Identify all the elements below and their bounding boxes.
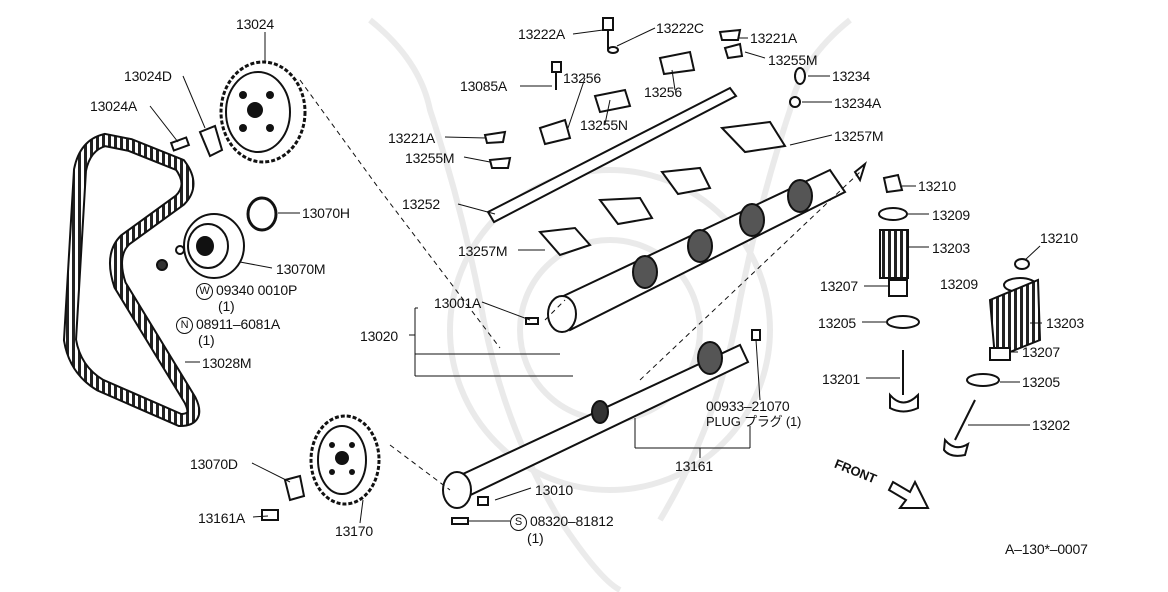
label-13070H: 13070H xyxy=(302,205,350,221)
label-13221A-top: 13221A xyxy=(750,30,798,46)
valve-assembly-left xyxy=(878,173,920,413)
rocker-arms xyxy=(537,120,787,257)
sprocket-bracket xyxy=(169,124,224,158)
label-13070D: 13070D xyxy=(190,456,238,472)
label-13001A: 13001A xyxy=(434,295,482,311)
camshaft-main xyxy=(547,161,867,333)
label-13222C: 13222C xyxy=(656,20,704,36)
label-08911-qty: (1) xyxy=(198,332,215,348)
dashed-guides xyxy=(299,79,861,491)
label-13207-b: 13207 xyxy=(1022,344,1060,360)
label-13255M-top: 13255M xyxy=(768,52,818,68)
label-13257M-right: 13257M xyxy=(834,128,884,144)
rocker-shaft xyxy=(486,86,738,224)
idler-pulley xyxy=(156,196,278,279)
label-13256-b: 13256 xyxy=(644,84,682,100)
label-13010: 13010 xyxy=(535,482,573,498)
cam-sprocket-lower xyxy=(309,414,381,506)
label-13210-a: 13210 xyxy=(918,178,956,194)
label-13209-a: 13209 xyxy=(932,207,970,223)
label-13234: 13234 xyxy=(832,68,870,84)
label-13205-a: 13205 xyxy=(818,315,856,331)
nut-marker: N xyxy=(176,316,193,334)
label-13210-b: 13210 xyxy=(1040,230,1078,246)
label-13028M: 13028M xyxy=(202,355,252,371)
label-13201: 13201 xyxy=(822,371,860,387)
label-13070M: 13070M xyxy=(276,261,326,277)
label-13085A: 13085A xyxy=(460,78,508,94)
label-13203-b: 13203 xyxy=(1046,315,1084,331)
label-13170: 13170 xyxy=(335,523,373,539)
label-13024: 13024 xyxy=(236,16,274,32)
label-13221A-left: 13221A xyxy=(388,130,436,146)
washer-marker: W xyxy=(196,282,213,300)
label-13161: 13161 xyxy=(675,458,713,474)
cam-sprocket-upper xyxy=(219,60,307,164)
label-00933: 00933–21070 xyxy=(706,398,790,414)
camshaft-shaft xyxy=(442,341,750,509)
lower-bracket-and-bolt xyxy=(261,474,306,521)
label-13252: 13252 xyxy=(402,196,440,212)
timing-belt xyxy=(62,132,201,428)
label-00933-desc: PLUG プラグ (1) xyxy=(706,414,802,429)
label-13203-a: 13203 xyxy=(932,240,970,256)
bolts-and-clips xyxy=(451,17,806,525)
label-13205-b: 13205 xyxy=(1022,374,1060,390)
label-13257M-left: 13257M xyxy=(458,243,508,259)
label-13234A: 13234A xyxy=(834,95,882,111)
label-13256-a: 13256 xyxy=(563,70,601,86)
label-13207-a: 13207 xyxy=(820,278,858,294)
label-13202: 13202 xyxy=(1032,417,1070,433)
label-13024A: 13024A xyxy=(90,98,138,114)
label-08320-text: 08320–81812 xyxy=(530,513,614,529)
label-13161A: 13161A xyxy=(198,510,246,526)
label-08320-qty: (1) xyxy=(527,530,544,546)
screw-marker: S xyxy=(510,513,527,531)
label-09340-qty: (1) xyxy=(218,298,235,314)
label-13024D: 13024D xyxy=(124,68,172,84)
label-13255N: 13255N xyxy=(580,117,628,133)
valve-assembly-right xyxy=(942,258,1042,457)
label-13020: 13020 xyxy=(360,328,398,344)
front-arrow-icon xyxy=(887,479,930,509)
drawing-code: A–130*–0007 xyxy=(1005,541,1088,557)
label-13255M-left: 13255M xyxy=(405,150,455,166)
label-08911-text: 08911–6081A xyxy=(196,316,280,332)
leader-lines xyxy=(149,27,1042,524)
label-13209-b: 13209 xyxy=(940,276,978,292)
label-13222A: 13222A xyxy=(518,26,566,42)
label-09340-text: 09340 0010P xyxy=(216,282,298,298)
